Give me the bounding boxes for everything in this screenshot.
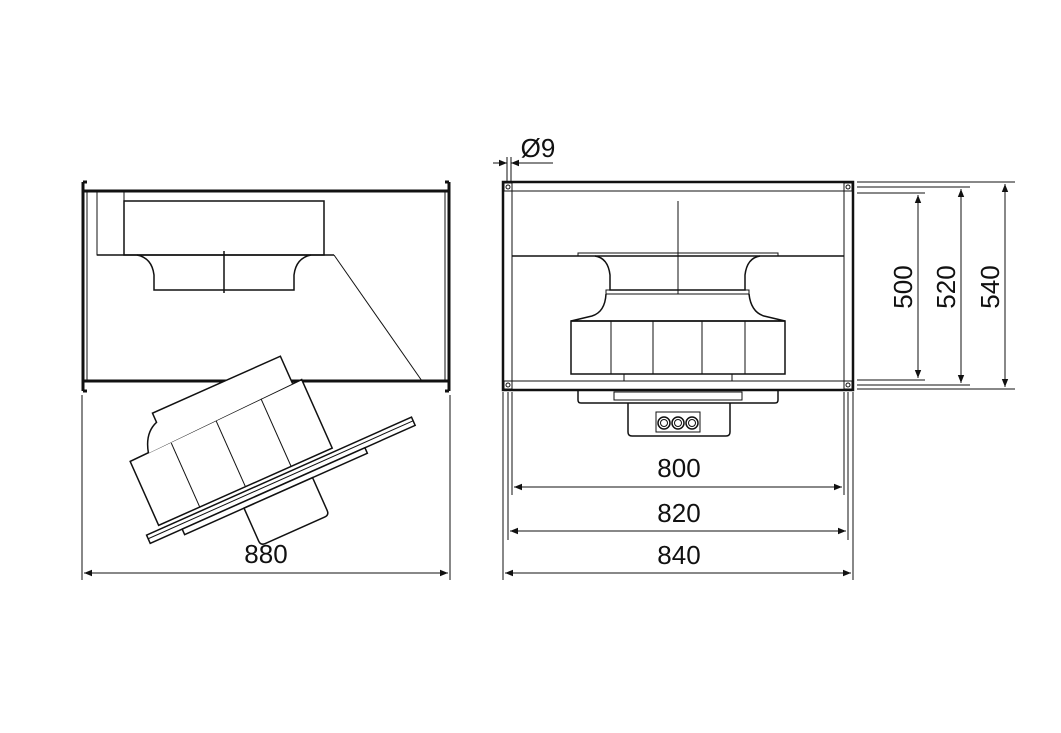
inlet-plate	[123, 200, 325, 256]
cable-gland-icons	[657, 416, 699, 430]
motor-plate	[577, 390, 779, 404]
side-view: 880	[81, 180, 451, 580]
dimension-880-label: 880	[244, 539, 287, 569]
front-view: Ø9 800 820 840 500 520 540	[493, 133, 1015, 580]
motor-body	[243, 476, 329, 545]
dimension-820-label: 820	[657, 498, 700, 528]
left-flange	[81, 180, 87, 393]
dimension-840-label: 840	[657, 540, 700, 570]
tilted-fan-assembly	[129, 355, 417, 545]
right-flange	[445, 180, 451, 393]
mounting-holes	[503, 182, 853, 390]
diagonal-support	[333, 254, 423, 382]
terminal-box	[627, 403, 731, 437]
dimension-520-label: 520	[931, 265, 961, 308]
impeller	[570, 320, 786, 375]
dimension-500-label: 500	[888, 265, 918, 308]
dimension-hole-diameter-label: Ø9	[521, 133, 556, 163]
dimension-800-label: 800	[657, 453, 700, 483]
outer-frame	[501, 180, 855, 392]
dimension-540-label: 540	[975, 265, 1005, 308]
